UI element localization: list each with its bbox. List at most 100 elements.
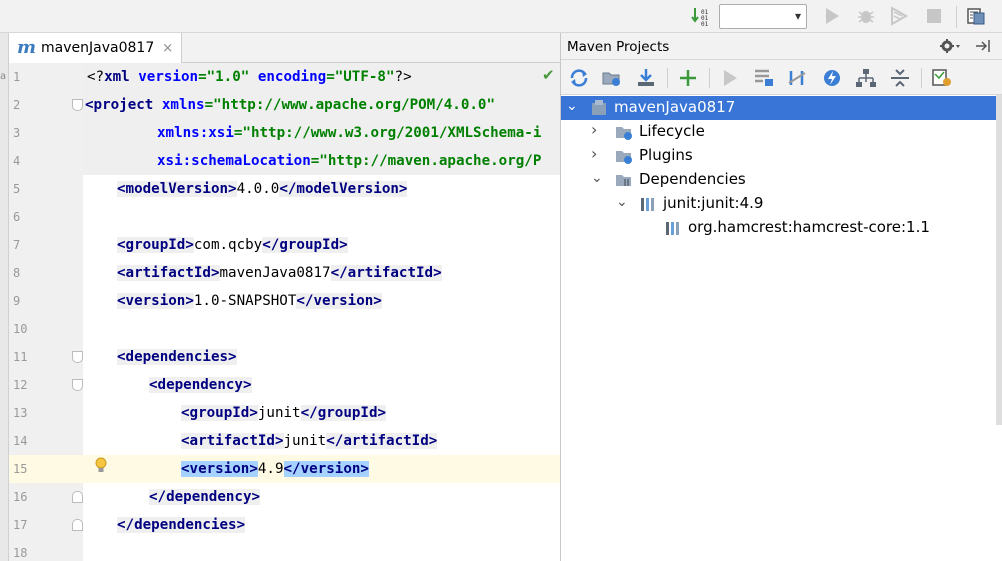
tree-label-project: mavenJava0817 <box>614 98 736 116</box>
maven-toolbar <box>561 60 1002 95</box>
tree-item-hamcrest[interactable]: org.hamcrest:hamcrest-core:1.1 <box>561 216 1002 240</box>
editor-tab-bar: m mavenJava0817 × <box>9 33 560 63</box>
line-number: 17 <box>13 518 28 532</box>
line-number: 1 <box>13 70 21 84</box>
plugins-folder-icon <box>616 151 632 164</box>
tree-label-plugins: Plugins <box>639 146 693 164</box>
code-line-4[interactable]: xsi:schemaLocation="http://maven.apache.… <box>157 153 542 169</box>
collapse-all-icon[interactable] <box>889 68 911 88</box>
svg-text:01: 01 <box>701 21 709 26</box>
code-line-14[interactable]: <artifactId>junit</artifactId> <box>181 433 438 449</box>
debug-icon[interactable] <box>855 5 877 27</box>
fold-marker[interactable] <box>72 519 83 531</box>
stop-icon[interactable] <box>924 5 944 27</box>
lifecycle-folder-icon <box>616 127 632 140</box>
library-icon <box>666 222 679 235</box>
line-number: 10 <box>13 322 28 336</box>
code-line-17[interactable]: </dependencies> <box>117 517 246 533</box>
fold-marker[interactable] <box>72 491 83 503</box>
tab-label: mavenJava0817 <box>41 40 155 56</box>
fold-marker[interactable] <box>72 99 83 111</box>
code-line-9[interactable]: <version>1.0-SNAPSHOT</version> <box>117 293 382 309</box>
line-number: 14 <box>13 434 28 448</box>
line-number: 5 <box>13 182 21 196</box>
line-number: 12 <box>13 378 28 392</box>
tree-item-dependencies[interactable]: ⌄ Dependencies <box>561 168 1002 192</box>
chevron-down-icon[interactable]: ⌄ <box>591 170 603 186</box>
run-icon[interactable] <box>822 5 842 27</box>
dependency-diagram-icon[interactable] <box>855 68 877 88</box>
add-icon[interactable] <box>677 68 699 88</box>
execute-goal-icon[interactable] <box>753 68 775 88</box>
maven-settings-icon[interactable] <box>931 68 953 88</box>
toolbar-divider <box>667 68 668 88</box>
download-icon[interactable] <box>635 68 657 88</box>
header-highlight <box>83 63 560 175</box>
project-structure-icon[interactable] <box>965 5 987 27</box>
code-line-11[interactable]: <dependencies> <box>117 349 237 365</box>
tree-item-junit[interactable]: ⌄ junit:junit:4.9 <box>561 192 1002 216</box>
chevron-down-icon[interactable]: ⌄ <box>616 194 628 210</box>
tree-label-lifecycle: Lifecycle <box>639 122 705 140</box>
maven-file-icon: m <box>17 37 37 58</box>
chevron-down-icon: ▾ <box>794 9 801 23</box>
line-number: 15 <box>13 462 28 476</box>
code-editor[interactable]: m mavenJava0817 × 1 2 3 4 5 6 7 8 9 10 1… <box>9 33 560 561</box>
code-line-16[interactable]: </dependency> <box>149 489 261 505</box>
toolbar-divider <box>956 6 957 28</box>
skip-tests-icon[interactable] <box>821 68 843 88</box>
line-number: 9 <box>13 294 21 308</box>
dependencies-folder-icon <box>616 175 631 186</box>
maven-module-icon <box>592 100 606 115</box>
reimport-icon[interactable] <box>568 68 590 88</box>
code-line-13[interactable]: <groupId>junit</groupId> <box>181 405 387 421</box>
vertical-scrollbar[interactable] <box>996 95 1002 425</box>
line-number: 6 <box>13 210 21 224</box>
code-line-8[interactable]: <artifactId>mavenJava0817</artifactId> <box>117 265 442 281</box>
close-icon[interactable]: × <box>162 40 174 56</box>
tree-label-junit: junit:junit:4.9 <box>663 194 764 212</box>
toggle-offline-icon[interactable] <box>786 68 808 88</box>
coverage-icon[interactable] <box>888 5 910 27</box>
code-line-5[interactable]: <modelVersion>4.0.0</modelVersion> <box>117 181 408 197</box>
run-configuration-select[interactable]: ▾ <box>719 4 807 29</box>
tree-label-hamcrest: org.hamcrest:hamcrest-core:1.1 <box>688 218 930 236</box>
line-number: 13 <box>13 406 28 420</box>
chevron-down-icon[interactable]: ⌄ <box>566 98 578 114</box>
tree-label-dependencies: Dependencies <box>639 170 746 188</box>
tree-item-plugins[interactable]: › Plugins <box>561 144 1002 168</box>
tab-pom[interactable]: m mavenJava0817 × <box>9 33 182 63</box>
code-line-1[interactable]: <?xml version="1.0" encoding="UTF-8"?> <box>87 69 412 85</box>
left-tool-strip: a <box>0 33 9 561</box>
line-number: 7 <box>13 238 21 252</box>
chevron-right-icon[interactable]: › <box>591 120 598 139</box>
code-line-2[interactable]: <project xmlns="http://www.apache.org/PO… <box>85 97 496 113</box>
line-number: 2 <box>13 98 21 112</box>
svg-text:01: 01 <box>701 15 709 22</box>
panel-title: Maven Projects <box>567 39 670 55</box>
code-line-3[interactable]: xmlns:xsi="http://www.w3.org/2001/XMLSch… <box>157 125 542 141</box>
line-number: 18 <box>13 546 28 560</box>
generate-sources-icon[interactable] <box>601 68 623 88</box>
fold-marker[interactable] <box>72 379 83 391</box>
maven-panel-header: Maven Projects <box>561 33 1002 60</box>
toolbar-divider <box>921 68 922 88</box>
line-number: 16 <box>13 490 28 504</box>
code-line-12[interactable]: <dependency> <box>149 377 252 393</box>
svg-text:01: 01 <box>701 9 709 16</box>
code-line-15[interactable]: <version>4.9</version> <box>181 461 369 477</box>
gear-icon[interactable] <box>939 37 961 59</box>
hide-panel-icon[interactable] <box>975 38 993 58</box>
lightbulb-icon[interactable] <box>95 457 107 475</box>
line-number: 4 <box>13 154 21 168</box>
tree-item-project[interactable]: ⌄ mavenJava0817 <box>561 96 1002 120</box>
code-line-7[interactable]: <groupId>com.qcby</groupId> <box>117 237 348 253</box>
tree-item-lifecycle[interactable]: › Lifecycle <box>561 120 1002 144</box>
fold-marker[interactable] <box>72 351 83 363</box>
maven-projects-panel: Maven Projects ⌄ mavenJava0817 › Lifecyc… <box>560 33 1002 561</box>
run-maven-icon[interactable] <box>719 68 741 88</box>
chevron-right-icon[interactable]: › <box>591 144 598 163</box>
line-number: 11 <box>13 350 28 364</box>
